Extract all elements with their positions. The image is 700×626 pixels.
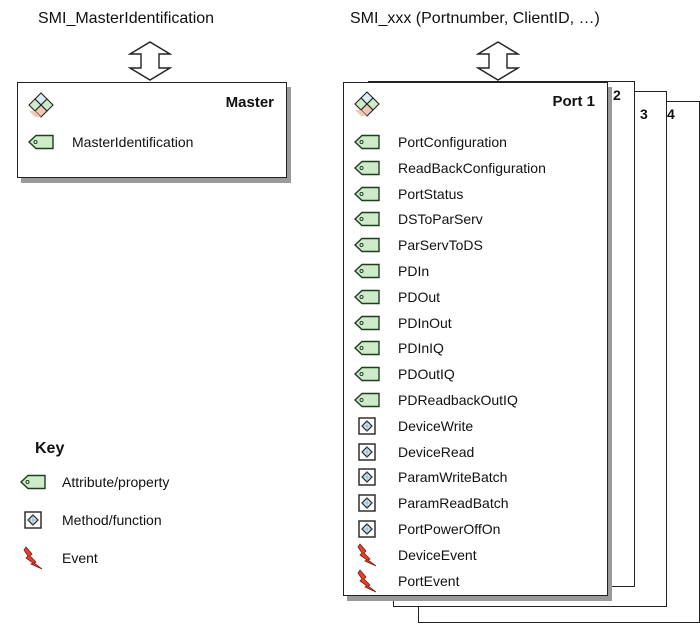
item-label: DSToParServ	[398, 211, 483, 228]
event-icon	[352, 544, 382, 566]
item-label: PortPowerOffOn	[398, 521, 501, 537]
attribute-icon	[352, 312, 382, 334]
port-number-2: 2	[613, 87, 621, 103]
attribute-icon	[352, 363, 382, 385]
attribute-icon	[352, 286, 382, 308]
key-label: Attribute/property	[62, 474, 170, 490]
key-label: Method/function	[62, 512, 162, 528]
attribute-icon	[18, 471, 48, 493]
key-label: Event	[62, 550, 98, 566]
list-item: ParServToDS	[352, 234, 483, 256]
item-label: PDInIQ	[398, 340, 444, 357]
list-item: ReadBackConfiguration	[352, 157, 546, 179]
list-item: DeviceRead	[352, 441, 474, 463]
item-label: PDInOut	[398, 314, 452, 331]
item-label: PDOutIQ	[398, 366, 455, 383]
item-label: PDReadbackOutIQ	[398, 392, 518, 408]
list-item: PortStatus	[352, 183, 463, 205]
item-label: PortStatus	[398, 185, 464, 202]
master-title: Master	[225, 94, 274, 111]
list-item: PDInIQ	[352, 337, 444, 359]
key-entry: Event	[18, 547, 98, 569]
list-item: DeviceEvent	[352, 544, 477, 566]
attribute-icon	[352, 183, 382, 205]
item-label: PortEvent	[398, 572, 460, 589]
attribute-icon	[352, 157, 382, 179]
master-box: Master MasterIdentification	[17, 82, 287, 178]
list-item: DeviceWrite	[352, 415, 473, 437]
list-item: PortConfiguration	[352, 131, 507, 153]
port-title: Port 1	[552, 93, 595, 110]
key-entry: Attribute/property	[18, 471, 169, 493]
attribute-icon	[352, 208, 382, 230]
method-icon	[352, 492, 382, 514]
master-interface-label: SMI_MasterIdentification	[38, 10, 215, 27]
port-number-4: 4	[667, 106, 675, 122]
attribute-icon	[352, 260, 382, 282]
class-icon	[354, 91, 380, 117]
attribute-icon	[352, 131, 382, 153]
list-item: PDOutIQ	[352, 363, 455, 385]
key-title: Key	[35, 440, 65, 457]
method-icon	[352, 518, 382, 540]
key-entry: Method/function	[18, 509, 162, 531]
item-label: PDOut	[398, 288, 441, 305]
list-item: PortEvent	[352, 570, 459, 592]
item-label: PDIn	[398, 263, 430, 279]
item-label: DeviceRead	[398, 443, 475, 460]
port-interface-label: SMI_xxx (Portnumber, ClientID, …)	[350, 10, 600, 27]
method-icon	[18, 509, 48, 531]
event-icon	[18, 547, 48, 569]
list-item: ParamReadBatch	[352, 492, 509, 514]
list-item: DSToParServ	[352, 208, 483, 230]
item-label: DeviceWrite	[398, 417, 474, 434]
attribute-icon	[352, 337, 382, 359]
double-arrow-icon	[476, 41, 520, 81]
method-icon	[352, 441, 382, 463]
method-icon	[352, 466, 382, 488]
item-label: ReadBackConfiguration	[398, 159, 546, 176]
double-arrow-icon	[128, 41, 172, 81]
item-label: ParamWriteBatch	[398, 469, 508, 486]
attribute-icon	[352, 234, 382, 256]
list-item: ParamWriteBatch	[352, 466, 507, 488]
item-label: ParServToDS	[398, 237, 483, 254]
method-icon	[352, 415, 382, 437]
item-label: ParamReadBatch	[398, 495, 509, 512]
list-item: PDInOut	[352, 312, 452, 334]
list-item: PDIn	[352, 260, 429, 282]
list-item: MasterIdentification	[26, 131, 193, 153]
attribute-icon	[26, 131, 56, 153]
list-item: PDOut	[352, 286, 440, 308]
port-number-3: 3	[640, 106, 648, 122]
attribute-icon	[352, 389, 382, 411]
list-item: PDReadbackOutIQ	[352, 389, 518, 411]
event-icon	[352, 570, 382, 592]
class-icon	[28, 92, 54, 118]
list-item: PortPowerOffOn	[352, 518, 500, 540]
item-label: MasterIdentification	[72, 134, 194, 150]
item-label: PortConfiguration	[398, 134, 507, 150]
item-label: DeviceEvent	[398, 546, 477, 563]
